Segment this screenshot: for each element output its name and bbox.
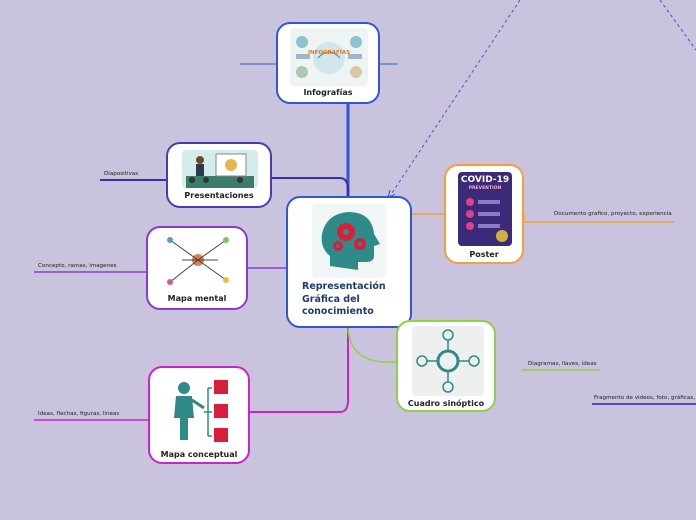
poster-drawing-icon <box>466 198 508 242</box>
node-presentaciones[interactable]: Presentaciones <box>166 142 272 208</box>
concept-map-thumbnail <box>164 374 238 446</box>
presentation-thumbnail <box>182 150 258 188</box>
central-title-line-1: Representación <box>302 281 386 292</box>
dashed-relation-line-2 <box>659 0 696 51</box>
central-title: Representación Gráfica del conocimiento <box>302 281 412 319</box>
infografia-drawing-icon <box>296 36 362 78</box>
node-cuadro-sinoptico[interactable]: Cuadro sinóptico <box>396 320 496 412</box>
node-infografias[interactable]: INFOGRAFÍAS Infografías <box>276 22 380 104</box>
central-image <box>312 204 386 278</box>
presentation-board-icon <box>186 153 254 188</box>
leaf-mapa-mental: Concepto, ramas, imagenes <box>38 263 117 269</box>
concept-map-person-icon <box>174 380 228 442</box>
leaf-cuadro-sinoptico: Diagramas, llaves, ideas <box>528 361 597 367</box>
synoptic-diagram-icon <box>416 329 480 393</box>
node-poster[interactable]: COVID-19 PREVENTION Poster <box>444 164 524 264</box>
infografia-thumb-title: INFOGRAFÍAS <box>307 50 351 56</box>
leaf-poster: Documento grafico, proyecto, experiencia <box>554 211 672 217</box>
poster-thumbnail: COVID-19 PREVENTION <box>458 172 512 246</box>
cuadro-sinoptico-label: Cuadro sinóptico <box>407 399 485 408</box>
connector-mapa-conceptual <box>250 328 349 413</box>
infografias-label: Infografías <box>303 88 353 97</box>
synoptic-thumbnail <box>412 326 484 396</box>
mind-map-drawing-icon <box>167 237 229 285</box>
poster-label: Poster <box>469 250 499 259</box>
node-mapa-conceptual[interactable]: Mapa conceptual <box>148 366 250 464</box>
node-mapa-mental[interactable]: Mapa mental <box>146 226 248 310</box>
mind-map-thumbnail <box>162 232 234 290</box>
mapa-conceptual-label: Mapa conceptual <box>160 450 238 459</box>
central-title-line-3: conocimiento <box>302 306 374 317</box>
presentaciones-label: Presentaciones <box>184 191 254 200</box>
leaf-fragmento: Fragmento de videos, foto, gráficas, <box>594 395 695 401</box>
connector-presentaciones <box>271 177 349 196</box>
poster-thumb-title: COVID-19 <box>460 175 510 185</box>
poster-thumb-subtitle: PREVENTION <box>468 186 502 191</box>
mapa-mental-label: Mapa mental <box>167 294 227 303</box>
connector-cuadro-sinoptico <box>347 327 397 363</box>
infografia-thumbnail: INFOGRAFÍAS <box>290 28 368 86</box>
central-node[interactable]: Representación Gráfica del conocimiento <box>286 196 412 328</box>
leaf-mapa-conceptual: Ideas, flechas, figuras, lineas <box>38 411 120 417</box>
central-title-line-2: Gráfica del <box>302 293 360 305</box>
leaf-diapositivas: Diapositivas <box>104 171 139 177</box>
head-gears-icon <box>321 212 380 270</box>
